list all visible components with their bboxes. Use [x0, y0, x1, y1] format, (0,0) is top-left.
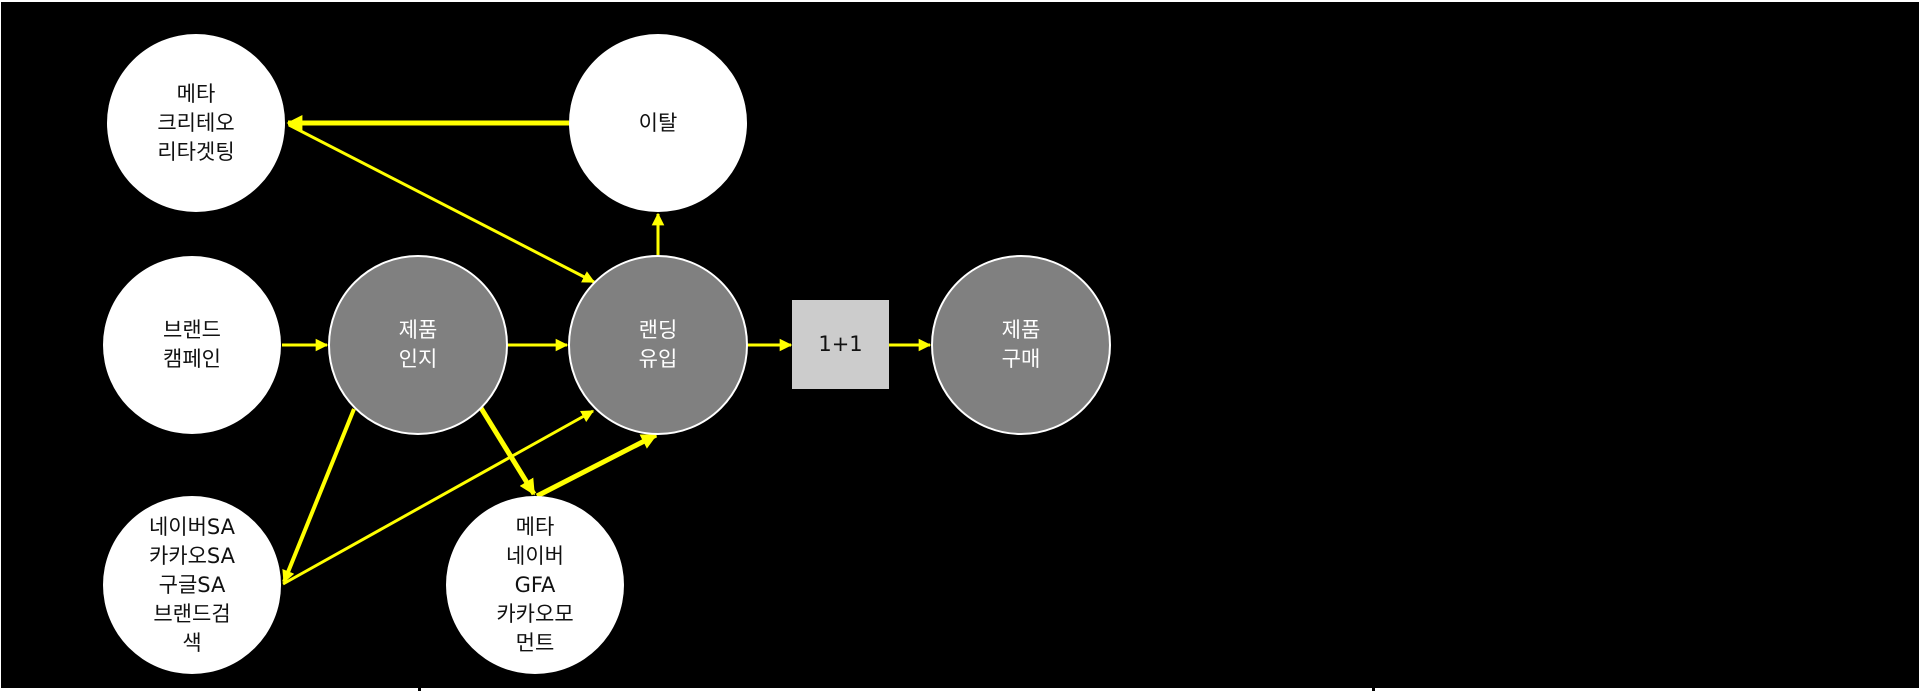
node-label: 캠페인 [163, 347, 221, 371]
node-churn: 이탈 [569, 34, 747, 212]
node-display-ads: 메타 네이버 GFA 카카오모 먼트 [446, 496, 624, 674]
node-offer-1plus1: 1+1 [792, 300, 889, 389]
node-label: 색 [182, 630, 202, 655]
node-label: 브랜드검 [153, 601, 231, 626]
node-label: 제품 [1001, 318, 1041, 342]
node-label: 유입 [638, 347, 678, 371]
node-retargeting: 메타 크리테오 리타겟팅 [107, 34, 285, 212]
node-label: 구매 [1001, 347, 1041, 371]
node-label: 1+1 [818, 332, 863, 356]
node-brand-campaign: 브랜드 캠페인 [103, 256, 281, 434]
node-label: 카카오모 [496, 601, 574, 626]
node-label: 인지 [398, 347, 438, 371]
node-label: 먼트 [515, 630, 555, 655]
bottom-tick-mark [1372, 687, 1375, 691]
node-label: 네이버 [506, 543, 564, 568]
node-search-ads: 네이버SA 카카오SA 구글SA 브랜드검 색 [103, 496, 281, 674]
node-label: 네이버SA [148, 514, 236, 539]
node-label: 브랜드 [163, 318, 221, 342]
node-product-awareness: 제품 인지 [328, 255, 508, 435]
node-label: 이탈 [638, 110, 678, 135]
node-label: 카카오SA [148, 543, 236, 568]
node-purchase: 제품 구매 [931, 255, 1111, 435]
node-landing-visit: 랜딩 유입 [568, 255, 748, 435]
node-label: 메타 [176, 81, 216, 106]
bottom-tick-mark [418, 687, 421, 691]
node-label: 리타겟팅 [157, 139, 235, 164]
node-label: 제품 [398, 318, 438, 342]
node-label: 메타 [515, 514, 555, 539]
node-label: 크리테오 [157, 110, 235, 135]
node-label: 랜딩 [638, 318, 678, 342]
node-label: GFA [514, 572, 556, 597]
node-label: 구글SA [158, 572, 226, 597]
